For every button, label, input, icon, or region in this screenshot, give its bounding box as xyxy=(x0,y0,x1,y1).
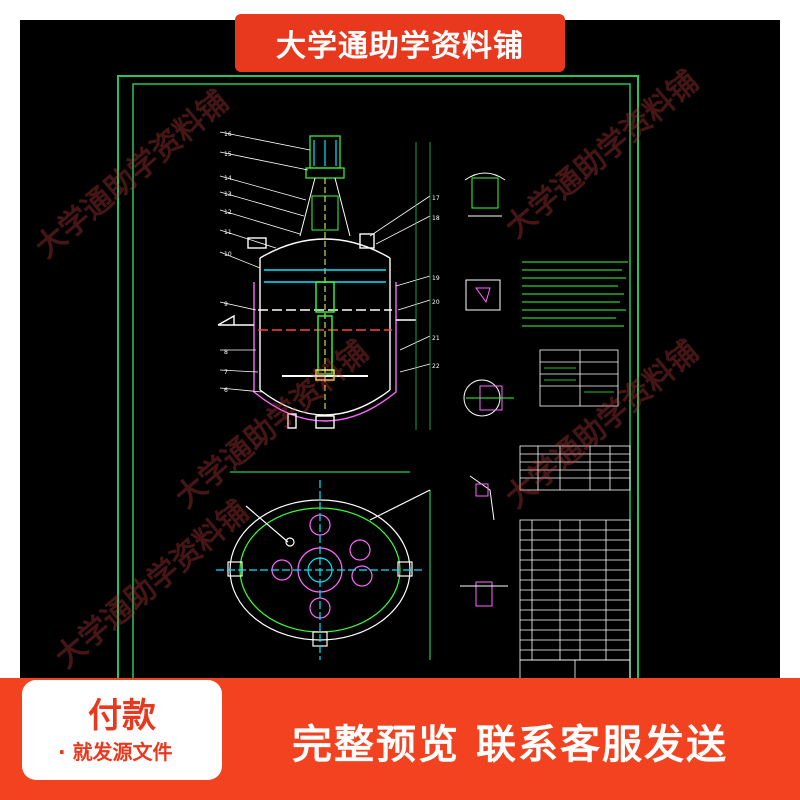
part-numbers: 16 15 14 13 12 11 10 9 8 7 6 17 18 19 20 21 22 xyxy=(224,131,440,394)
svg-text:19: 19 xyxy=(432,275,440,282)
leader-lines xyxy=(219,131,431,430)
plan-view xyxy=(216,471,431,660)
payment-subtitle: · 就发源文件 xyxy=(58,740,173,764)
svg-text:18: 18 xyxy=(432,215,440,222)
reactor-drawing: 16 15 14 13 12 11 10 9 8 7 6 17 18 19 20 21 22 xyxy=(117,75,639,717)
payment-title: 付款 xyxy=(88,696,156,736)
svg-text:8: 8 xyxy=(224,349,228,356)
motor xyxy=(305,135,345,179)
nozzle-table xyxy=(519,445,631,491)
spec-table xyxy=(539,349,619,407)
reactor-vessel xyxy=(217,233,416,429)
svg-text:12: 12 xyxy=(224,209,232,216)
svg-text:17: 17 xyxy=(432,195,440,202)
svg-text:13: 13 xyxy=(224,191,232,198)
svg-text:6: 6 xyxy=(224,387,228,394)
drive-frame xyxy=(299,177,351,410)
detail-views xyxy=(460,172,514,607)
svg-text:16: 16 xyxy=(224,131,232,138)
svg-text:7: 7 xyxy=(224,369,228,376)
technical-notes xyxy=(522,261,628,327)
svg-text:20: 20 xyxy=(432,299,440,306)
svg-text:11: 11 xyxy=(224,229,232,236)
svg-text:21: 21 xyxy=(432,335,440,342)
shop-title-banner: 大学通助学资料铺 xyxy=(235,14,565,72)
svg-text:9: 9 xyxy=(224,301,228,308)
preview-contact-slogan: 完整预览 联系客服发送 xyxy=(292,722,728,768)
cad-drawing-canvas: 16 15 14 13 12 11 10 9 8 7 6 17 18 19 20 21 22 xyxy=(20,20,780,720)
svg-text:14: 14 xyxy=(224,175,232,182)
parts-list xyxy=(519,519,631,683)
svg-text:22: 22 xyxy=(432,363,440,370)
svg-text:15: 15 xyxy=(224,151,232,158)
svg-text:10: 10 xyxy=(224,251,232,258)
payment-card[interactable]: 付款 · 就发源文件 xyxy=(22,680,222,780)
